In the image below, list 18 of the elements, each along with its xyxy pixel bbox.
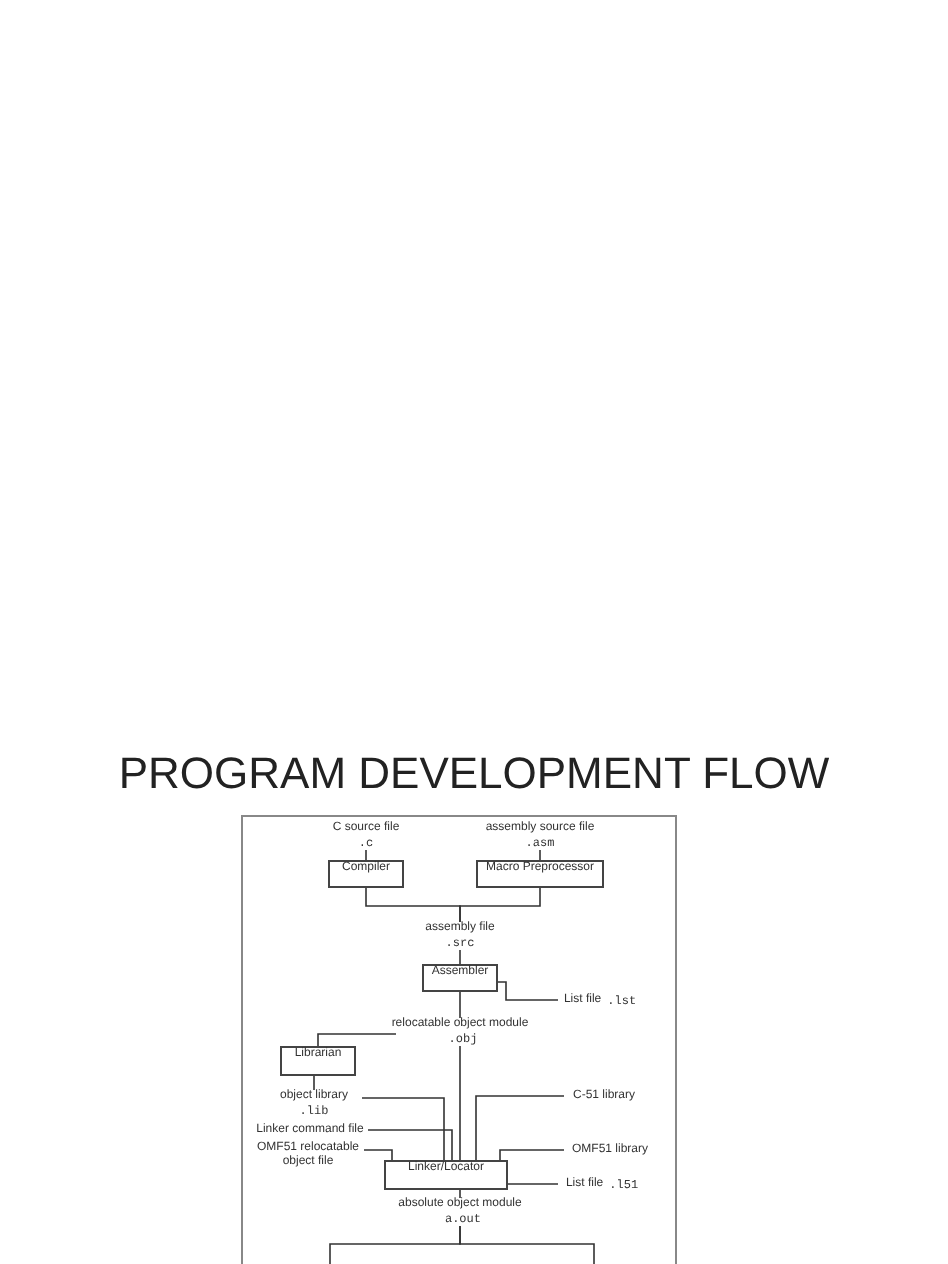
connector-line <box>365 849 367 861</box>
connector-line <box>459 949 461 965</box>
connector-line <box>459 887 541 923</box>
connector-line <box>363 1149 393 1161</box>
connector-line <box>313 1075 315 1091</box>
connector-line <box>499 1149 565 1161</box>
page-title: PROGRAM DEVELOPMENT FLOW <box>116 748 832 800</box>
connector-line <box>367 1129 453 1161</box>
connector-line <box>497 981 559 1001</box>
connector-line <box>361 1097 445 1161</box>
connector-line <box>459 991 461 1019</box>
connector-line <box>539 849 541 861</box>
connector-line <box>459 1189 461 1199</box>
connector-line <box>459 1045 461 1161</box>
connector-line <box>507 1183 559 1185</box>
connector-line <box>459 1225 595 1264</box>
connector-line <box>317 1033 397 1047</box>
connector-line <box>475 1095 565 1161</box>
